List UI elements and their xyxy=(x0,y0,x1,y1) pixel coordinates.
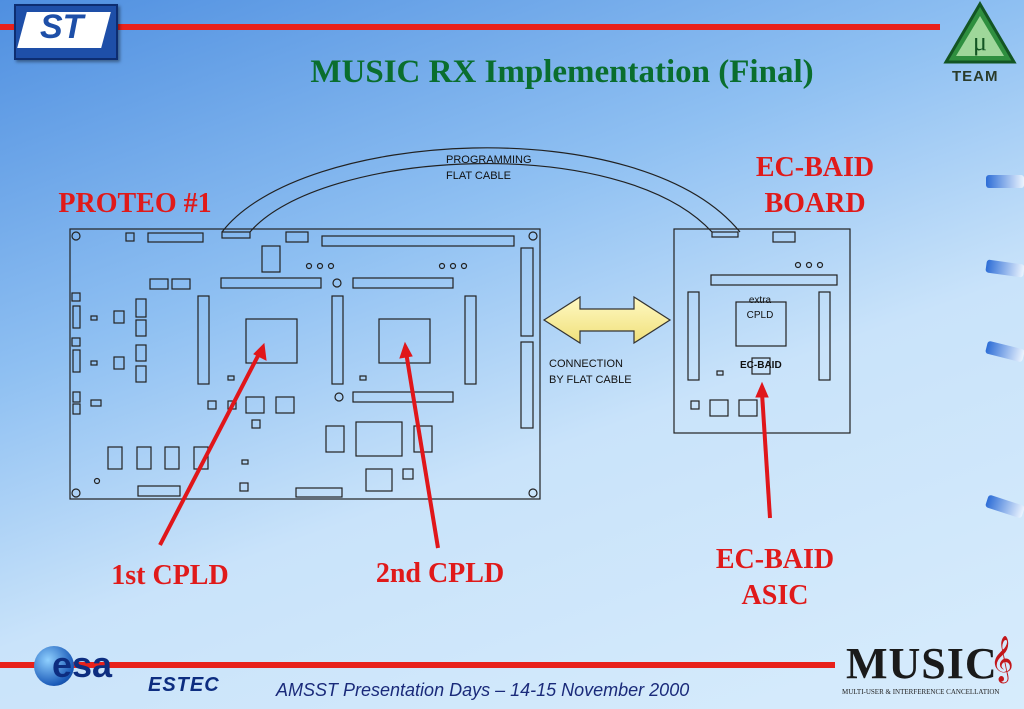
connection-line2: BY FLAT CABLE xyxy=(549,374,632,386)
red-pointers xyxy=(158,341,772,549)
asic-line1: EC-BAID xyxy=(715,544,835,575)
connection-label: CONNECTION BY FLAT CABLE xyxy=(549,356,632,388)
ecbaid-board-line1: EC-BAID xyxy=(755,152,875,183)
proteo-board xyxy=(69,228,541,500)
asic-line2: ASIC xyxy=(741,580,809,611)
connection-line1: CONNECTION xyxy=(549,358,623,370)
ecbaid-board-label: EC-BAID BOARD xyxy=(735,150,895,222)
extra-line2: CPLD xyxy=(746,310,774,321)
team-logo: μ TEAM xyxy=(940,0,1020,90)
st-logo: ST xyxy=(14,4,118,60)
deco-stripe xyxy=(986,175,1024,188)
ecbaid-board xyxy=(673,228,851,434)
esa-logo: esa ESTEC xyxy=(34,644,244,704)
connection-arrow xyxy=(542,295,672,345)
ecbaid-asic-label: EC-BAID ASIC xyxy=(695,542,855,614)
bottom-red-bar xyxy=(0,662,835,668)
programming-cable xyxy=(221,147,741,233)
extra-line1: extra xyxy=(748,295,772,306)
treble-clef-icon: 𝄞 xyxy=(990,636,1014,682)
programming-line1: PROGRAMMING xyxy=(446,154,532,166)
svg-text:μ: μ xyxy=(973,27,987,56)
page-title: MUSIC RX Implementation (Final) xyxy=(310,54,814,90)
programming-cable-label: PROGRAMMING FLAT CABLE xyxy=(446,152,532,184)
ecbaid-board-line2: BOARD xyxy=(764,188,866,219)
programming-line2: FLAT CABLE xyxy=(446,170,512,182)
second-cpld-label: 2nd CPLD xyxy=(375,558,505,589)
extra-cpld-label: extra CPLD xyxy=(742,293,778,323)
footer-text: AMSST Presentation Days – 14-15 November… xyxy=(276,680,690,700)
proteo-label: PROTEO #1 xyxy=(58,188,212,219)
music-logo: MUSIC MULTI-USER & INTERFERENCE CANCELLA… xyxy=(842,636,1014,696)
first-cpld-label: 1st CPLD xyxy=(111,560,229,591)
ecbaid-chip-label: EC-BAID xyxy=(740,360,782,371)
top-red-bar xyxy=(0,24,940,30)
